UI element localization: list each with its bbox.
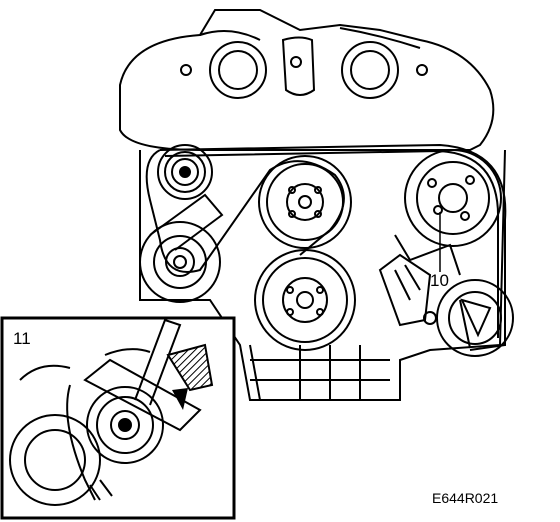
water-pump-pulley	[258, 155, 352, 249]
crankshaft-pulley	[254, 249, 356, 351]
tensioner-pulley	[139, 193, 224, 303]
idler-pulley	[157, 144, 213, 200]
ac-compressor	[378, 253, 514, 357]
figure-code: E644R021	[432, 490, 499, 506]
power-steering-pulley	[394, 149, 502, 276]
detail-inset	[0, 316, 236, 520]
callout-10-label: 10	[430, 271, 449, 290]
callout-11-label: 11	[13, 329, 31, 348]
engine-block-outline	[119, 9, 506, 401]
